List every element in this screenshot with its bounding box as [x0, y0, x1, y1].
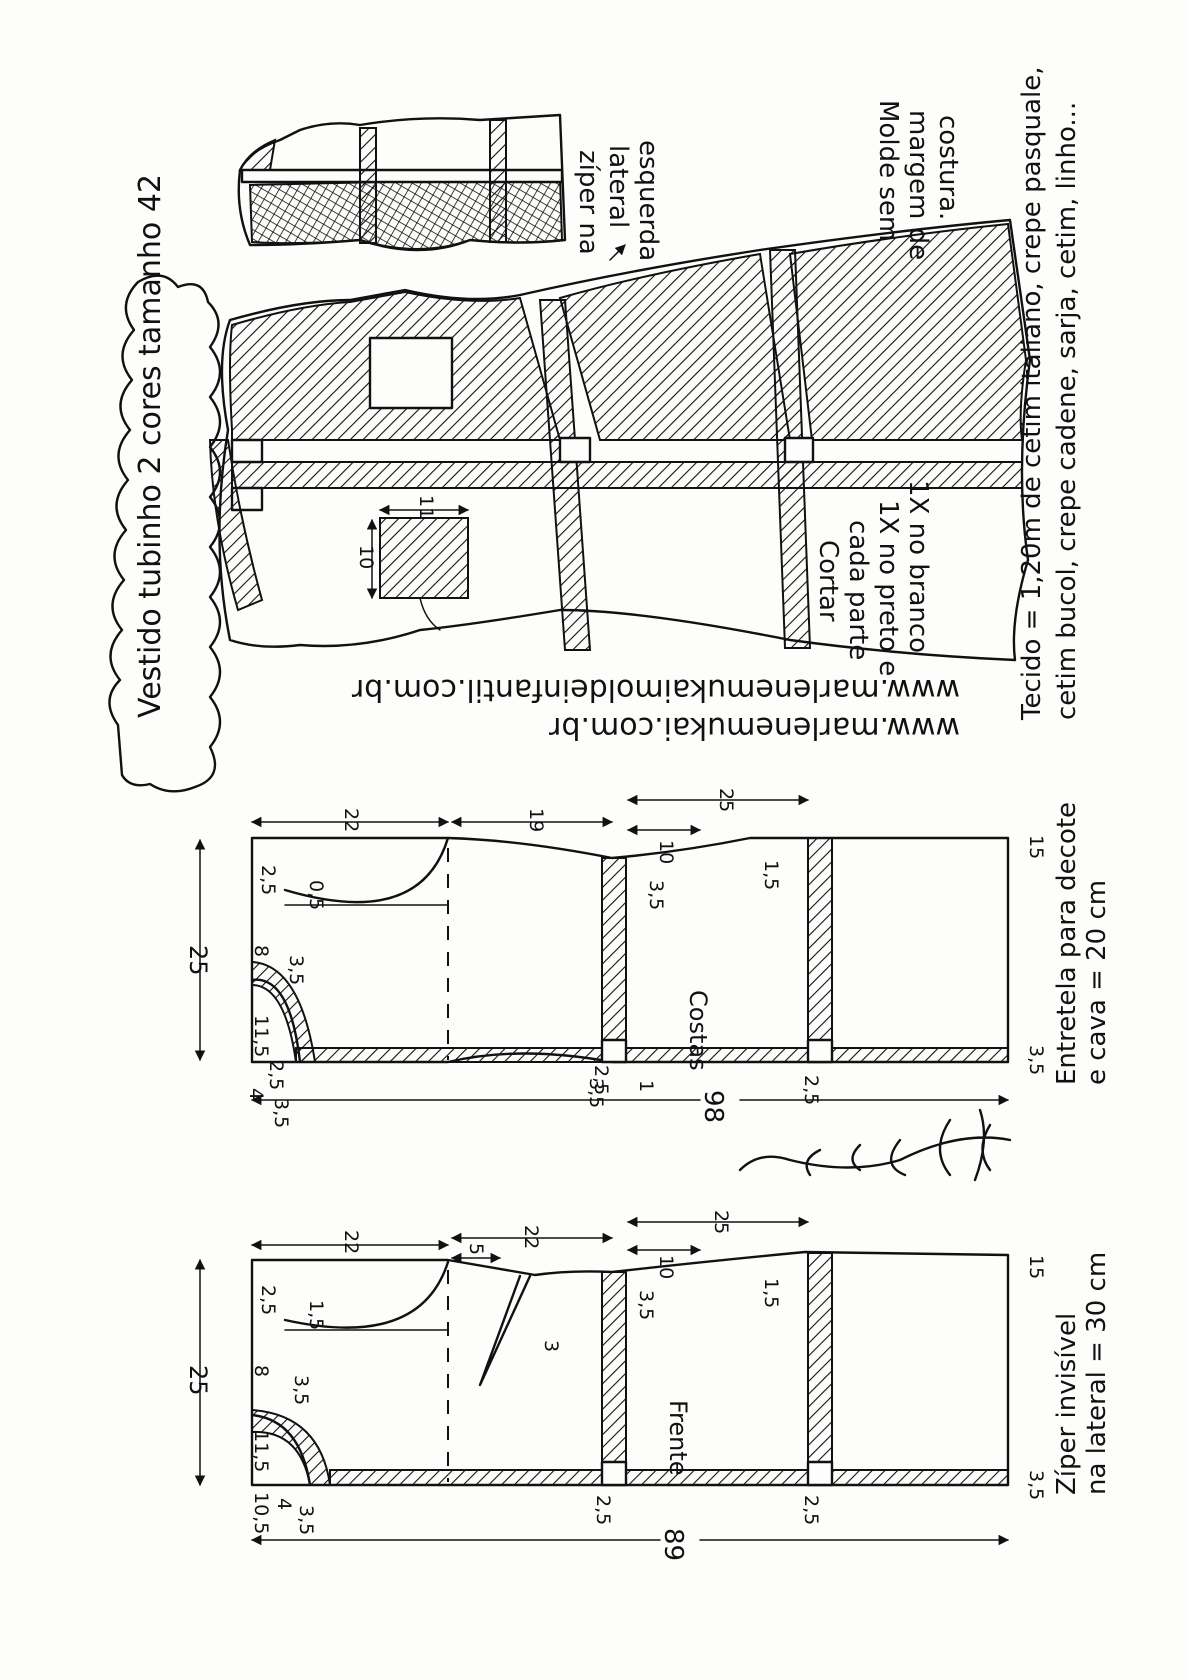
- dress-back-view: zíper na lateral esquerda: [237, 113, 663, 261]
- pocket-bottom: [379, 517, 469, 599]
- back-pattern: Costas 22 19 25 10 15 2,5 0,5 8 3,5 11,5…: [184, 788, 1112, 1128]
- svg-text:1: 1: [635, 1080, 657, 1092]
- svg-text:costura.: costura.: [933, 115, 963, 220]
- title-bubble: Vestido tubinho 2 cores tamanho 42: [108, 174, 222, 793]
- pocket-width: 11: [415, 495, 437, 519]
- svg-text:na lateral = 30 cm: na lateral = 30 cm: [1082, 1252, 1112, 1495]
- svg-text:22: 22: [340, 1230, 362, 1254]
- svg-text:22: 22: [520, 1225, 542, 1249]
- svg-text:15: 15: [1025, 1255, 1047, 1279]
- svg-text:3,5: 3,5: [645, 880, 667, 910]
- svg-text:19: 19: [525, 808, 547, 832]
- front-label: Frente: [664, 1400, 692, 1476]
- svg-text:3,5: 3,5: [290, 1375, 312, 1405]
- svg-text:1,5: 1,5: [760, 1278, 782, 1308]
- svg-text:3,5: 3,5: [270, 1098, 292, 1128]
- svg-text:Entretela para decote: Entretela para decote: [1052, 802, 1082, 1085]
- svg-text:3,5: 3,5: [285, 955, 307, 985]
- back-length: 98: [698, 1090, 728, 1123]
- cut-note: Cortar cada parte 1X no preto e 1X no br…: [813, 480, 933, 676]
- svg-text:cada parte: cada parte: [843, 520, 873, 660]
- svg-text:2,5: 2,5: [590, 1065, 612, 1095]
- svg-text:10: 10: [655, 1255, 677, 1279]
- svg-text:2,5: 2,5: [800, 1495, 822, 1525]
- pocket-top: [368, 336, 454, 410]
- svg-text:11,5: 11,5: [250, 1430, 272, 1472]
- website-1: www.marlenemukai.com.br: [548, 710, 960, 745]
- seam-note: Molde sem margem de costura.: [873, 100, 963, 260]
- svg-text:margem de: margem de: [903, 110, 933, 260]
- svg-text:8: 8: [250, 945, 272, 957]
- signature: [738, 1108, 1012, 1182]
- svg-text:15: 15: [1025, 835, 1047, 859]
- svg-text:4: 4: [273, 1498, 295, 1510]
- svg-text:25: 25: [715, 788, 737, 812]
- website-2: www.marlenemukaimoldeinfantil.com.br: [351, 672, 960, 707]
- front-length: 89: [658, 1528, 688, 1561]
- front-pattern: Frente 22 5 22 25 10 15 2,5 1,5 8 3,5 11…: [184, 1210, 1112, 1561]
- fabric-note: Tecido = 1,20m de cetim italiano, crepe …: [1017, 67, 1082, 721]
- svg-text:3,5: 3,5: [1025, 1045, 1047, 1075]
- front-width: 25: [184, 1365, 212, 1396]
- dress-illustration: 10 11 Cortar cada parte 1X no preto e 1X…: [208, 218, 1032, 676]
- back-width: 25: [184, 945, 212, 976]
- svg-text:2,5: 2,5: [257, 1285, 279, 1315]
- svg-text:22: 22: [340, 808, 362, 832]
- svg-text:2,5: 2,5: [265, 1060, 287, 1090]
- svg-text:Tecido = 1,20m de cetim italia: Tecido = 1,20m de cetim italiano, crepe …: [1017, 67, 1047, 721]
- svg-text:2,5: 2,5: [592, 1495, 614, 1525]
- svg-text:Cortar: Cortar: [813, 540, 843, 622]
- svg-text:10,5: 10,5: [250, 1492, 272, 1534]
- svg-text:1X no branco: 1X no branco: [903, 480, 933, 653]
- svg-text:1X no preto e: 1X no preto e: [873, 500, 903, 676]
- svg-text:8: 8: [250, 1365, 272, 1377]
- svg-text:esquerda: esquerda: [633, 140, 663, 261]
- svg-text:1,5: 1,5: [760, 860, 782, 890]
- svg-text:3,5: 3,5: [295, 1505, 317, 1535]
- pocket-height: 10: [355, 545, 377, 569]
- svg-text:Zíper invisível: Zíper invisível: [1052, 1313, 1082, 1495]
- svg-text:Molde sem: Molde sem: [873, 100, 903, 241]
- svg-text:5: 5: [465, 1243, 487, 1255]
- svg-text:2,5: 2,5: [800, 1075, 822, 1105]
- svg-text:3,5: 3,5: [1025, 1470, 1047, 1500]
- svg-text:zíper na: zíper na: [573, 150, 603, 255]
- svg-text:4: 4: [245, 1088, 267, 1100]
- svg-text:cetim bucol, crepe cadene, sar: cetim bucol, crepe cadene, sarja, cetim,…: [1052, 102, 1082, 720]
- svg-text:lateral: lateral: [603, 145, 633, 228]
- svg-text:e cava = 20 cm: e cava = 20 cm: [1082, 880, 1112, 1085]
- svg-text:1,5: 1,5: [305, 1300, 327, 1330]
- svg-text:3,5: 3,5: [635, 1290, 657, 1320]
- back-label: Costas: [684, 990, 712, 1071]
- page-title: Vestido tubinho 2 cores tamanho 42: [133, 174, 168, 718]
- svg-text:11,5: 11,5: [250, 1015, 272, 1057]
- svg-text:0,5: 0,5: [305, 880, 327, 910]
- svg-text:3,5: 3,5: [585, 1078, 607, 1108]
- svg-text:2,5: 2,5: [257, 865, 279, 895]
- svg-text:3: 3: [540, 1340, 562, 1352]
- svg-text:10: 10: [655, 840, 677, 864]
- svg-text:25: 25: [710, 1210, 732, 1234]
